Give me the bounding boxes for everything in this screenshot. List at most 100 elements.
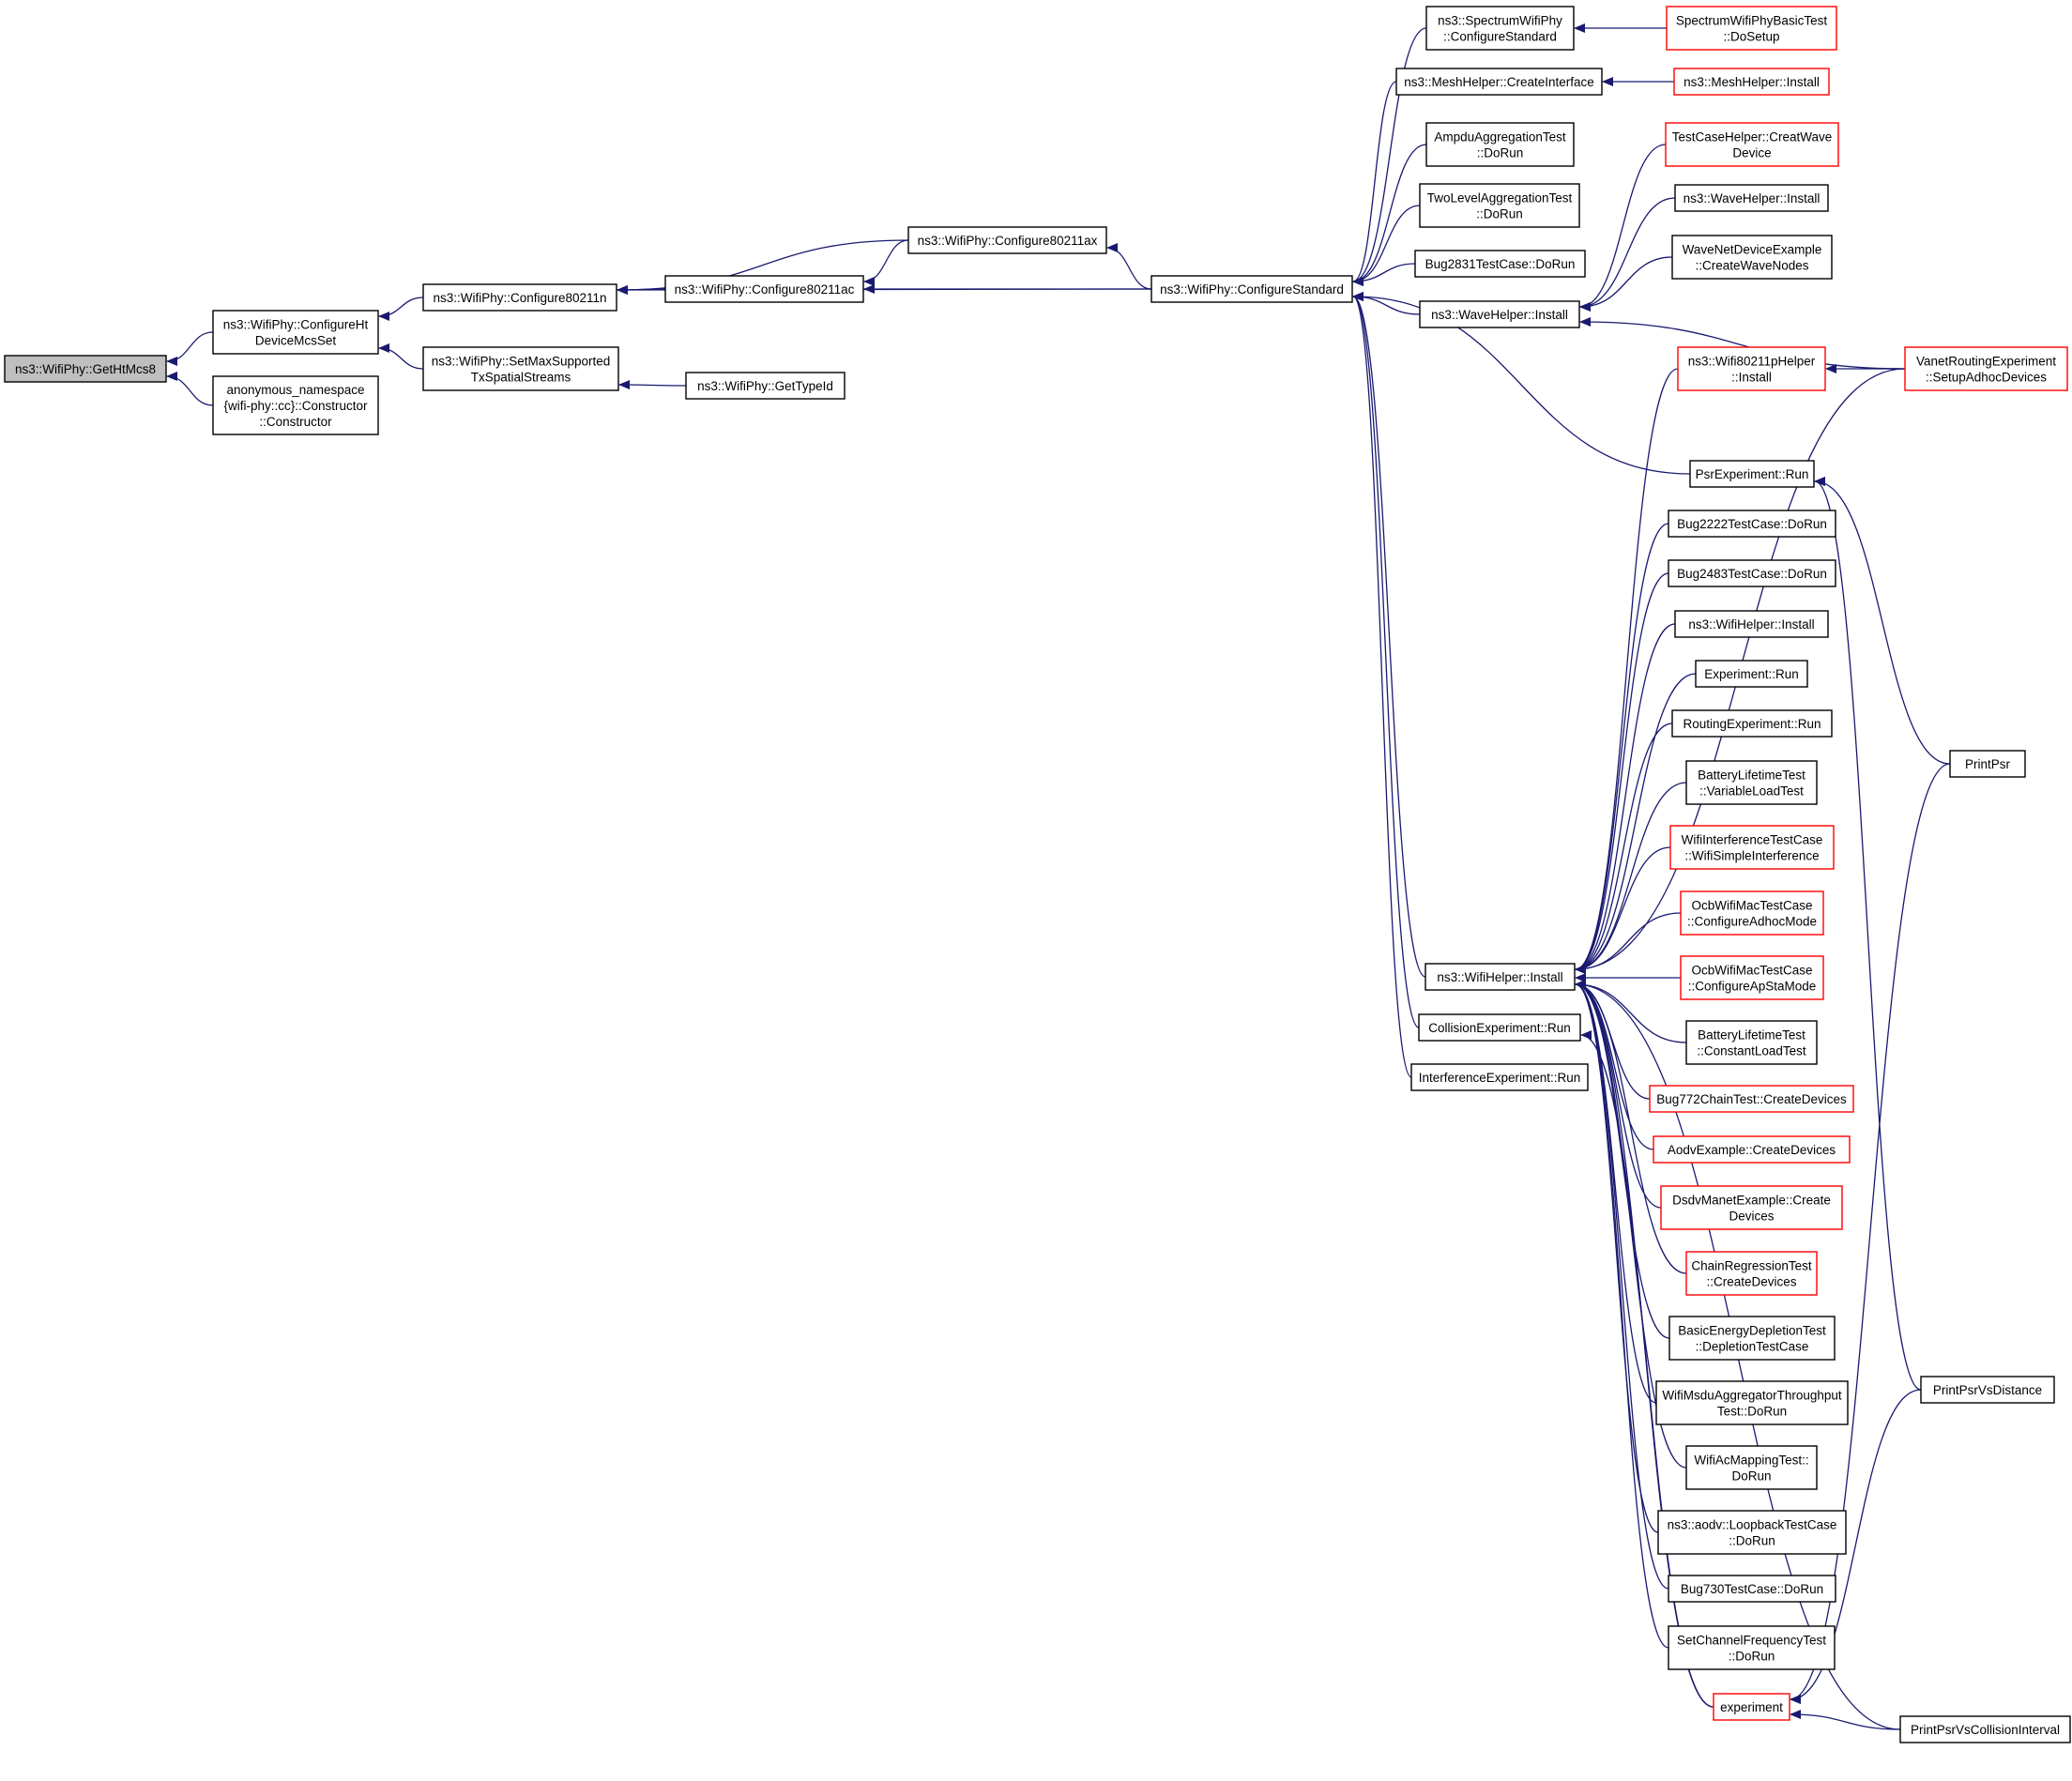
edge-n10-to-n8 [1352,81,1397,286]
edge-n23-to-n14 [1579,317,1906,370]
node-box [1695,660,1808,688]
graph-node-n11[interactable]: AmpduAggregationTest::DoRun [1425,122,1575,167]
graph-node-n35[interactable]: BatteryLifetimeTest::ConstantLoadTest [1685,1020,1818,1065]
node-box [1920,1376,2055,1404]
node-label: TxSpatialStreams [471,371,571,385]
graph-node-n16[interactable]: CollisionExperiment::Run [1418,1013,1581,1042]
node-label: TestCaseHelper::CreatWave [1672,130,1833,145]
edge-n49-to-n46 [1790,1710,1901,1730]
node-label: WifiInterferenceTestCase [1682,833,1823,847]
node-box [1674,184,1829,212]
edge-n38-to-n15 [1575,980,1662,1209]
graph-node-n18[interactable]: SpectrumWifiPhyBasicTest::DoSetup [1666,6,1837,51]
node-label: OcbWifiMacTestCase [1691,899,1812,913]
edge-n4-to-n1 [378,343,424,370]
node-box [1673,68,1830,96]
node-label: ::DoRun [1476,207,1523,221]
graph-node-n8[interactable]: ns3::WifiPhy::ConfigureStandard [1150,275,1353,303]
graph-node-n23[interactable]: VanetRoutingExperiment::SetupAdhocDevice… [1904,346,2068,391]
graph-node-n40[interactable]: BasicEnergyDepletionTest::DepletionTestC… [1668,1316,1836,1361]
graph-node-n45[interactable]: SetChannelFrequencyTest::DoRun [1668,1625,1836,1670]
node-box [1671,709,1833,738]
graph-node-n49[interactable]: PrintPsrVsCollisionInterval [1899,1715,2071,1743]
graph-node-n19[interactable]: ns3::MeshHelper::Install [1673,68,1830,96]
node-label: WifiMsduAggregatorThroughput [1662,1389,1842,1403]
graph-node-n43[interactable]: ns3::aodv::LoopbackTestCase::DoRun [1657,1510,1847,1555]
node-label: PrintPsr [1965,757,2011,771]
graph-node-n12[interactable]: TwoLevelAggregationTest::DoRun [1419,183,1580,228]
node-box [1657,1510,1847,1555]
node-label: SetChannelFrequencyTest [1677,1634,1826,1648]
graph-node-n6[interactable]: ns3::WifiPhy::GetTypeId [685,372,846,400]
graph-node-n39[interactable]: ChainRegressionTest::CreateDevices [1685,1251,1818,1296]
graph-node-n3[interactable]: ns3::WifiPhy::Configure80211n [422,283,617,312]
node-box [212,375,379,435]
graph-node-n32[interactable]: WifiInterferenceTestCase::WifiSimpleInte… [1669,825,1835,870]
edge-n48-to-n46 [1790,1389,1922,1704]
graph-node-n17[interactable]: InterferenceExperiment::Run [1410,1063,1589,1091]
graph-node-n31[interactable]: BatteryLifetimeTest::VariableLoadTest [1685,760,1818,805]
graph-node-n36[interactable]: Bug772ChainTest::CreateDevices [1649,1085,1854,1113]
node-box [1425,122,1575,167]
graph-node-n27[interactable]: Bug2483TestCase::DoRun [1668,559,1836,587]
graph-node-n9[interactable]: ns3::SpectrumWifiPhy::ConfigureStandard [1425,6,1575,51]
graph-node-n5[interactable]: ns3::WifiPhy::Configure80211ac [664,275,864,303]
graph-node-n14[interactable]: ns3::WaveHelper::Install [1419,300,1580,328]
graph-node-n44[interactable]: Bug730TestCase::DoRun [1668,1575,1836,1603]
graph-node-n29[interactable]: Experiment::Run [1695,660,1808,688]
node-label: {wifi-phy::cc}::Constructor [223,399,368,413]
graph-node-n47[interactable]: PrintPsr [1949,750,2026,778]
node-label: ::DoRun [1729,1534,1775,1548]
graph-node-n2[interactable]: anonymous_namespace{wifi-phy::cc}::Const… [212,375,379,435]
node-label: OcbWifiMacTestCase [1691,964,1812,978]
node-label: PrintPsrVsCollisionInterval [1911,1723,2060,1737]
graph-node-n46[interactable]: experiment [1713,1693,1790,1721]
node-label: CollisionExperiment::Run [1428,1021,1571,1035]
graph-node-n26[interactable]: Bug2222TestCase::DoRun [1668,510,1836,538]
edge-n31-to-n15 [1575,782,1687,974]
graph-node-n10[interactable]: ns3::MeshHelper::CreateInterface [1395,68,1603,96]
node-label: ::DepletionTestCase [1696,1340,1809,1354]
node-label: ::CreateDevices [1706,1275,1796,1289]
graph-node-n22[interactable]: WaveNetDeviceExample::CreateWaveNodes [1671,235,1833,280]
graph-node-n48[interactable]: PrintPsrVsDistance [1920,1376,2055,1404]
graph-node-n42[interactable]: WifiAcMappingTest::DoRun [1685,1445,1818,1490]
graph-node-n28[interactable]: ns3::WifiHelper::Install [1674,610,1829,638]
edge-n27-to-n15 [1575,572,1669,974]
node-label: WaveNetDeviceExample [1683,243,1822,257]
graph-node-n30[interactable]: RoutingExperiment::Run [1671,709,1833,738]
node-label: DsdvManetExample::Create [1672,1194,1831,1208]
node-box [1674,610,1829,638]
graph-node-n25[interactable]: PsrExperiment::Run [1689,460,1815,488]
edge-n39-to-n15 [1575,980,1687,1274]
node-box [1713,1693,1790,1721]
node-label: AodvExample::CreateDevices [1668,1143,1836,1157]
node-box [1649,1085,1854,1113]
node-box [1668,510,1836,538]
node-label: ns3::MeshHelper::CreateInterface [1404,75,1594,89]
graph-node-n7[interactable]: ns3::WifiPhy::Configure80211ax [907,226,1107,254]
graph-node-n15[interactable]: ns3::WifiHelper::Install [1424,963,1576,991]
edge-n45-to-n15 [1575,980,1669,1649]
node-box [422,346,619,391]
graph-node-n37[interactable]: AodvExample::CreateDevices [1653,1135,1851,1164]
node-label: Experiment::Run [1704,667,1799,681]
node-label: Bug772ChainTest::CreateDevices [1656,1092,1847,1106]
graph-node-n24[interactable]: ns3::Wifi80211pHelper::Install [1677,346,1826,391]
graph-node-n33[interactable]: OcbWifiMacTestCase::ConfigureAdhocMode [1680,890,1824,936]
node-box [1669,825,1835,870]
graph-node-n4[interactable]: ns3::WifiPhy::SetMaxSupportedTxSpatialSt… [422,346,619,391]
graph-node-n13[interactable]: Bug2831TestCase::DoRun [1414,250,1586,278]
node-box [1680,890,1824,936]
edge-n7-to-n5 [863,239,909,286]
graph-node-n21[interactable]: ns3::WaveHelper::Install [1674,184,1829,212]
node-label: ::DoSetup [1723,30,1779,44]
node-box [1395,68,1603,96]
graph-node-n38[interactable]: DsdvManetExample::CreateDevices [1660,1185,1843,1230]
node-label: ::ConfigureApStaMode [1688,980,1817,994]
graph-node-n34[interactable]: OcbWifiMacTestCase::ConfigureApStaMode [1680,955,1824,1000]
